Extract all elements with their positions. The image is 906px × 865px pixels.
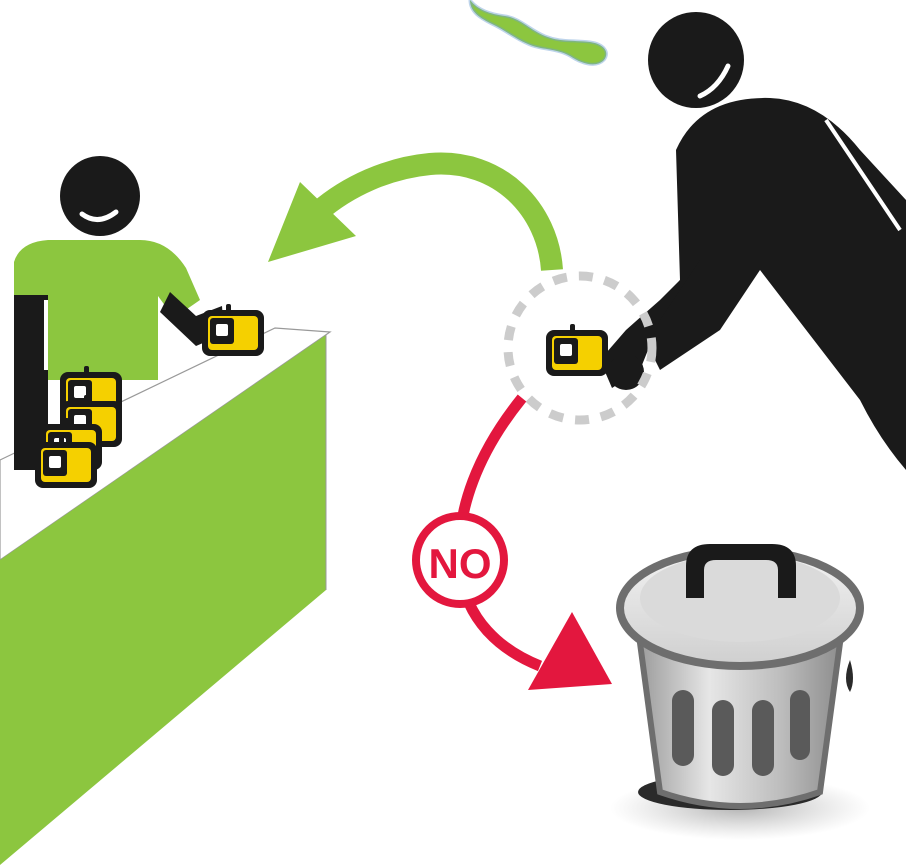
trash-can-icon [610, 544, 870, 840]
handheld-radio-icon-held [202, 304, 264, 356]
no-badge: NO [416, 516, 504, 604]
green-counter [0, 328, 330, 865]
right-person-icon [600, 12, 906, 470]
no-label: NO [429, 540, 492, 587]
green-wavy-shape [470, 0, 606, 64]
green-arrow-icon [268, 164, 552, 270]
handheld-radio-icon-discarded [546, 324, 608, 376]
